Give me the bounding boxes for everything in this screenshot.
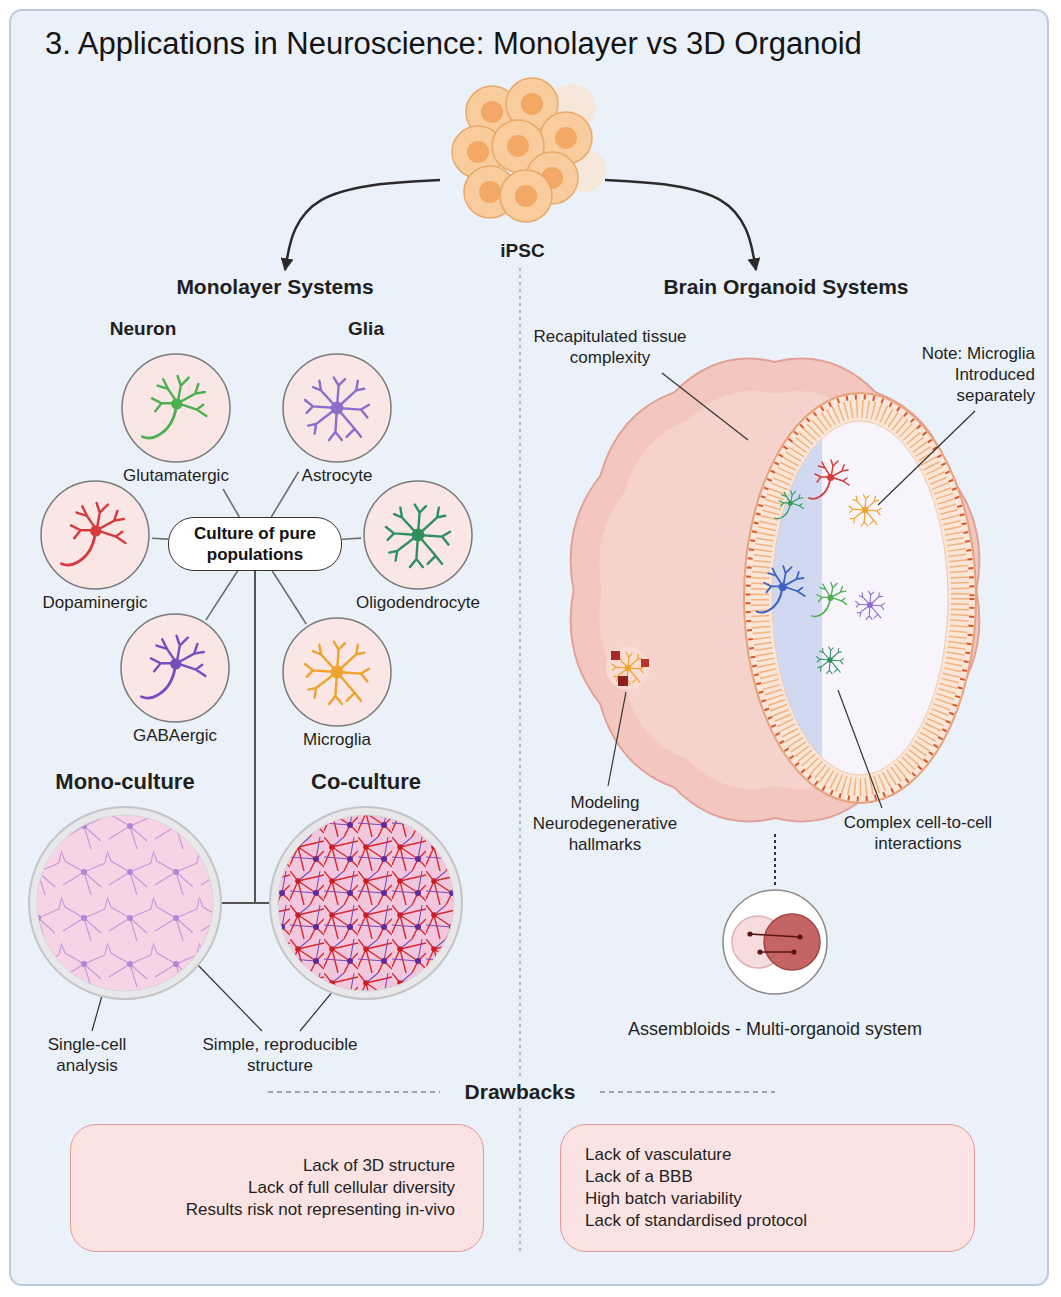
culture-pill: Culture of pure populations xyxy=(168,517,342,571)
divider xyxy=(519,268,521,1255)
node-text: Culture of pure populations xyxy=(179,523,331,565)
node-text: Lack of a BBB xyxy=(585,1166,952,1188)
annotation-label: Glia xyxy=(306,318,426,340)
cell-circle-shape xyxy=(262,353,412,463)
node-text: iPSC xyxy=(440,240,605,262)
cell-icon xyxy=(61,503,125,565)
circle-outline xyxy=(723,890,827,994)
node-text: High batch variability xyxy=(585,1188,952,1210)
flow-arrow xyxy=(605,180,756,270)
annotation-label: Modeling Neurodegenerative hallmarks xyxy=(510,792,700,855)
drawback-box: Lack of 3D structureLack of full cellula… xyxy=(70,1124,484,1252)
section-heading: Monolayer Systems xyxy=(115,274,435,300)
connector-line xyxy=(223,489,239,517)
node-text: Oligodendrocyte xyxy=(356,593,480,613)
circle-outline xyxy=(364,481,472,589)
cell-circle: Dopaminergic xyxy=(20,480,170,613)
circle-outline xyxy=(283,618,391,726)
annotation-label: Drawbacks xyxy=(450,1079,590,1105)
circle-outline xyxy=(121,614,229,722)
annotation-label: Simple, reproducible structure xyxy=(190,1034,370,1076)
annotation-label: Note: Microglia Introduced separately xyxy=(885,343,1035,406)
node-text: Assembloids - Multi-organoid system xyxy=(565,1018,985,1040)
section-heading: Brain Organoid Systems xyxy=(626,274,946,300)
assembloid-shape xyxy=(565,888,985,996)
dish-shape xyxy=(15,803,235,1003)
flow-arrow xyxy=(285,180,440,270)
annotation-label: Recapitulated tissue complexity xyxy=(530,326,690,368)
cell-circle: Oligodendrocyte xyxy=(343,480,493,613)
diagram-title: 3. Applications in Neuroscience: Monolay… xyxy=(45,25,862,63)
circle-outline xyxy=(122,354,230,462)
node-text: Dopaminergic xyxy=(43,593,148,613)
node-text: Lack of 3D structure xyxy=(93,1155,455,1177)
cell-culture xyxy=(278,815,454,991)
cell-circle-shape xyxy=(262,617,412,727)
cell-cluster: iPSC xyxy=(440,82,605,262)
circle-outline xyxy=(41,481,149,589)
annotation-label: Single-cell analysis xyxy=(27,1034,147,1076)
ipsc-cluster xyxy=(452,78,606,222)
cell-circle: GABAergic xyxy=(100,613,250,746)
cell-culture xyxy=(37,815,213,991)
cell-icon xyxy=(386,505,450,567)
connector-line xyxy=(272,571,306,624)
node-text: Lack of full cellular diversity xyxy=(93,1177,455,1199)
connector-line xyxy=(221,571,255,903)
node-text: Co-culture xyxy=(256,769,476,795)
annotation-label: Complex cell-to-cell interactions xyxy=(833,812,1003,854)
node-text: Lack of standardised protocol xyxy=(585,1210,952,1232)
cell-icon xyxy=(141,636,205,698)
connector-line xyxy=(152,537,168,540)
assembloid-circle: Assembloids - Multi-organoid system xyxy=(565,888,985,1040)
dish-rim xyxy=(29,807,221,999)
cell-icon xyxy=(142,376,206,438)
cell-circle: Microglia xyxy=(262,617,412,750)
connector-line xyxy=(342,538,361,539)
node-text: Results risk not representing in-vivo xyxy=(93,1199,455,1221)
cell-circle: Glutamatergic xyxy=(101,353,251,486)
annotation-label: Neuron xyxy=(83,318,203,340)
node-text: Mono-culture xyxy=(15,769,235,795)
drawback-box: Lack of vasculatureLack of a BBBHigh bat… xyxy=(560,1124,975,1252)
organoid-link xyxy=(774,834,776,886)
cell-circle-shape xyxy=(100,613,250,723)
node-text: Monolayer Systems xyxy=(115,274,435,300)
cell-icon xyxy=(305,378,369,440)
cell-circle-shape xyxy=(343,480,493,590)
dish-shape xyxy=(256,803,476,1003)
culture-dish: Mono-culture xyxy=(15,769,235,1003)
cell-circle-shape xyxy=(101,353,251,463)
node-text: Microglia xyxy=(303,730,371,750)
panel xyxy=(10,10,1048,1285)
node-text: GABAergic xyxy=(133,726,217,746)
leader-lines xyxy=(92,373,975,1031)
culture-dish: Co-culture xyxy=(256,769,476,1003)
connector-line xyxy=(271,472,298,517)
node-text: Astrocyte xyxy=(302,466,373,486)
connector-line xyxy=(255,571,270,903)
node-text: Lack of vasculature xyxy=(585,1144,952,1166)
assembloid-icon xyxy=(732,914,820,970)
cell-circle: Astrocyte xyxy=(262,353,412,486)
circle-outline xyxy=(283,354,391,462)
connector-line xyxy=(206,571,238,620)
organoid-illustration xyxy=(571,359,980,822)
node-text: Glutamatergic xyxy=(123,466,229,486)
cell-circle-shape xyxy=(20,480,170,590)
cell-icon xyxy=(305,642,369,704)
node-text: Brain Organoid Systems xyxy=(626,274,946,300)
dish-rim xyxy=(270,807,462,999)
